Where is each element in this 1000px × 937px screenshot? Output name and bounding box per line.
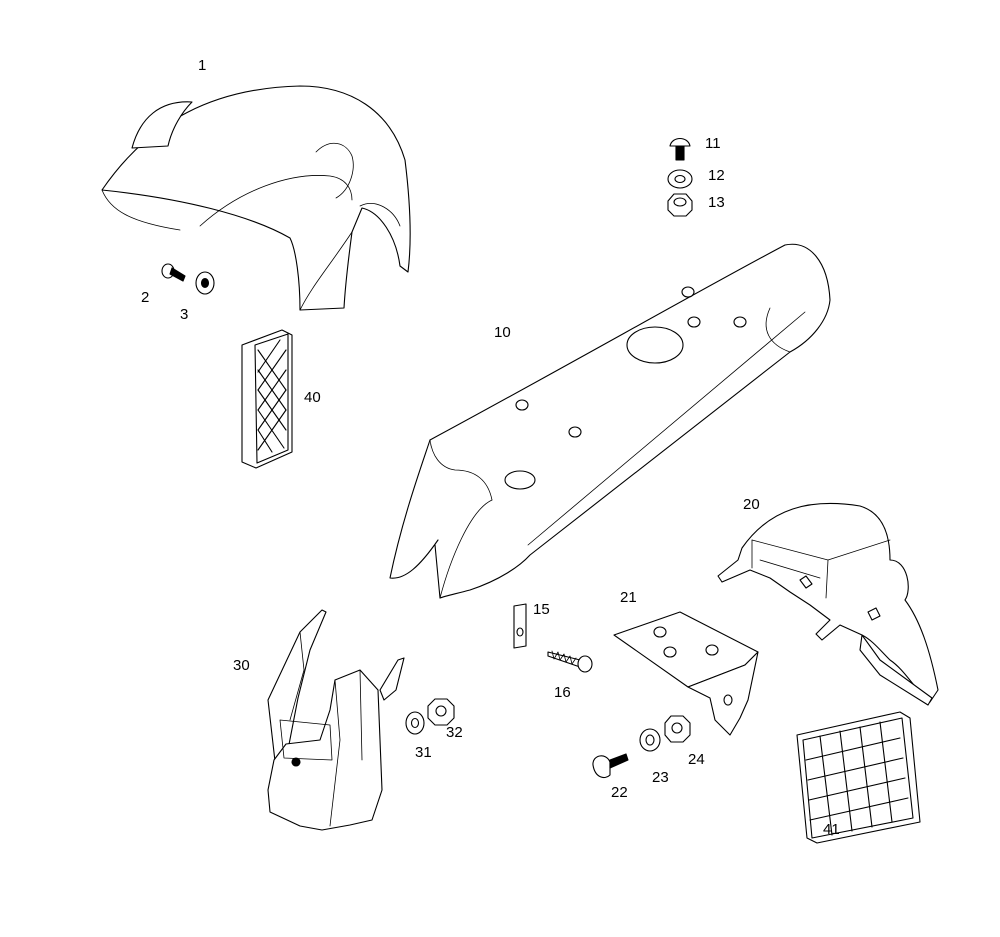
part-body-cover-10 [389, 243, 831, 599]
callout-41: 41 [823, 821, 840, 838]
callout-21: 21 [620, 589, 637, 606]
part-screw-2 [161, 263, 186, 282]
part-bracket-21 [613, 611, 759, 736]
part-nut-24 [664, 715, 691, 743]
callout-24: 24 [688, 751, 705, 768]
part-nut-13 [667, 193, 693, 217]
callout-30: 30 [233, 657, 250, 674]
part-nut-32 [427, 698, 455, 726]
callout-16: 16 [554, 684, 571, 701]
part-front-fender [101, 85, 411, 311]
part-washer-3 [195, 271, 215, 295]
callout-3: 3 [180, 306, 189, 323]
callout-2: 2 [141, 289, 150, 306]
part-screw-16 [547, 650, 593, 673]
callout-31: 31 [415, 744, 432, 761]
part-bolt-22 [592, 753, 629, 779]
callout-1: 1 [198, 57, 207, 74]
part-washer-12 [667, 169, 693, 189]
callout-15: 15 [533, 601, 550, 618]
callout-32: 32 [446, 724, 463, 741]
callout-13: 13 [708, 194, 725, 211]
callout-20: 20 [743, 496, 760, 513]
callout-22: 22 [611, 784, 628, 801]
part-reflector-41 [796, 711, 921, 844]
part-bolt-11 [669, 137, 691, 161]
callout-10: 10 [494, 324, 511, 341]
callout-11: 11 [705, 135, 721, 152]
part-washer-31 [405, 711, 425, 735]
callout-12: 12 [708, 167, 725, 184]
part-washer-23 [639, 728, 661, 752]
callout-40: 40 [304, 389, 321, 406]
callout-23: 23 [652, 769, 669, 786]
part-rear-mudguard-30 [267, 609, 405, 831]
part-plate-15 [513, 603, 527, 649]
part-reflector-40 [241, 329, 293, 469]
part-rear-fender-20 [717, 503, 939, 706]
